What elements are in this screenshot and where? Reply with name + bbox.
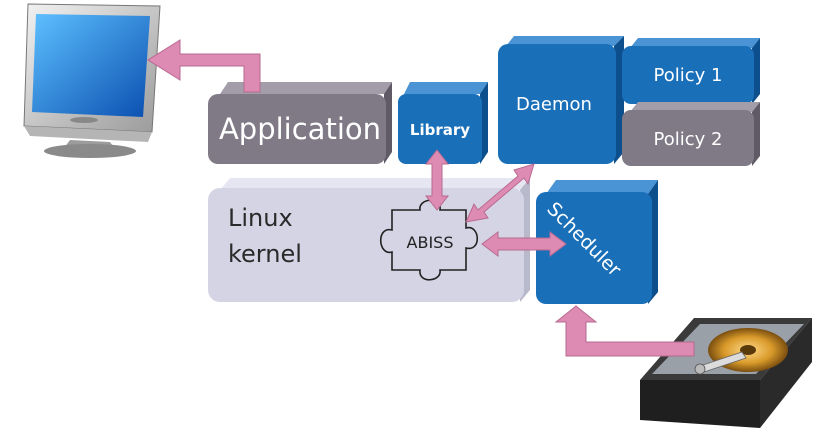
policy2-block [622,102,760,166]
policy1-block [622,38,760,104]
arrow-application-to-monitor [147,39,261,93]
application-block [208,82,392,164]
scheduler-block [536,180,658,304]
arrow-daemon-abiss [465,163,535,223]
daemon-block [498,36,624,164]
application-label: Application [219,112,381,146]
arrow-library-abiss [424,149,450,211]
computer-monitor-icon [23,3,161,158]
hard-disk-icon [640,318,812,428]
daemon-label: Daemon [516,94,592,115]
library-block [398,82,488,164]
library-label: Library [410,121,470,139]
policy1-label: Policy 1 [654,65,723,86]
arrow-disk-to-scheduler [554,305,695,357]
kernel-label-line1: Linux [228,204,293,232]
arrow-abiss-scheduler [481,231,567,257]
abiss-label: ABISS [407,233,454,252]
kernel-label-line2: kernel [228,240,302,268]
policy2-label: Policy 2 [654,129,723,150]
